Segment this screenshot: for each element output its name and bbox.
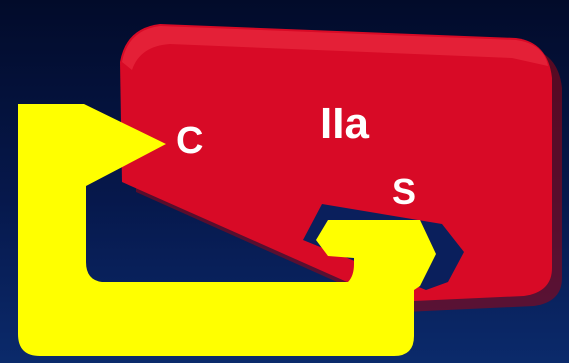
thrombin-block: [120, 24, 552, 302]
label-s: S: [392, 171, 417, 212]
ligand-molecule: [18, 104, 436, 356]
label-c: C: [176, 120, 204, 162]
label-iia: IIa: [320, 99, 369, 148]
thrombin-block-top-highlight: [122, 26, 548, 70]
